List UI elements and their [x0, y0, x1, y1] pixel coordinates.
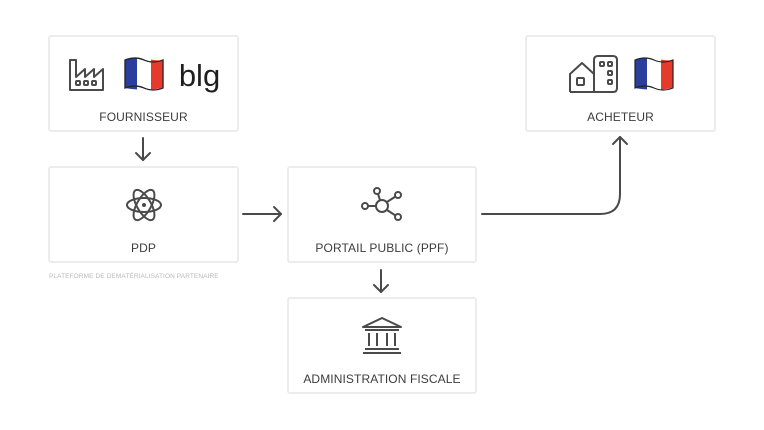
- ppf-icons: [289, 186, 475, 228]
- label-ppf: PORTAIL PUBLIC (PPF): [315, 241, 449, 255]
- node-fournisseur: blg FOURNISSEUR: [48, 35, 239, 132]
- factory-icon: [67, 55, 109, 98]
- french-flag-icon: [123, 56, 165, 97]
- blg-logo: blg: [178, 57, 221, 93]
- node-pdp: PDP: [48, 166, 239, 263]
- label-administration: ADMINISTRATION FISCALE: [303, 372, 461, 386]
- buildings-icon: [567, 54, 619, 99]
- fournisseur-icons: blg: [50, 55, 237, 97]
- arrow-pdp-to-ppf: [242, 206, 282, 222]
- pdp-note: PLATEFORME DE DEMATÉRIALISATION PARTENAI…: [49, 273, 219, 280]
- acheteur-icons: [527, 54, 714, 99]
- label-pdp: PDP: [131, 241, 156, 255]
- node-administration: ADMINISTRATION FISCALE: [287, 297, 477, 394]
- arrow-ppf-to-administration: [373, 269, 389, 293]
- arrow-ppf-to-acheteur: [481, 136, 628, 215]
- label-acheteur: ACHETEUR: [587, 110, 654, 124]
- administration-icons: [289, 315, 475, 362]
- node-ppf: PORTAIL PUBLIC (PPF): [287, 166, 477, 263]
- arrow-fournisseur-to-pdp: [135, 137, 151, 161]
- pdp-icons: [50, 186, 237, 228]
- label-fournisseur: FOURNISSEUR: [99, 110, 188, 124]
- network-hub-icon: [361, 186, 403, 228]
- government-building-icon: [361, 315, 403, 362]
- atom-icon: [124, 185, 164, 230]
- french-flag-icon: [633, 56, 675, 97]
- node-acheteur: ACHETEUR: [525, 35, 716, 132]
